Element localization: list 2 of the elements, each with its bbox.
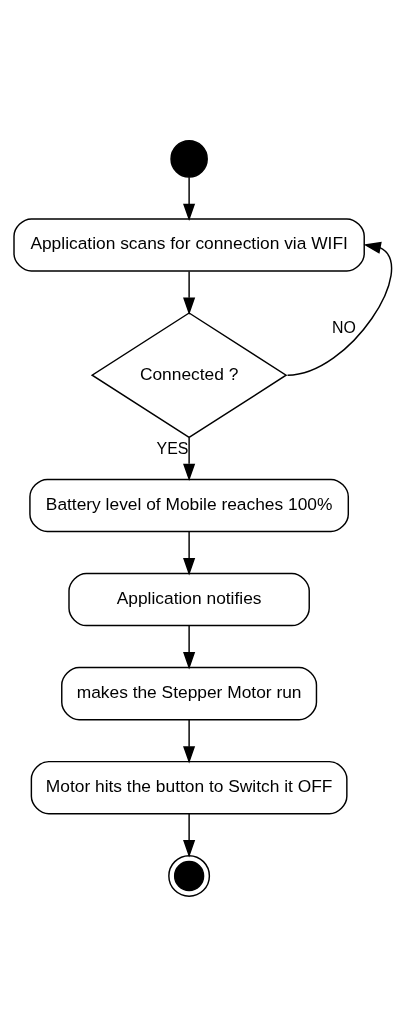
edge-label: NO [331,318,356,336]
edge-label: YES [156,439,189,457]
